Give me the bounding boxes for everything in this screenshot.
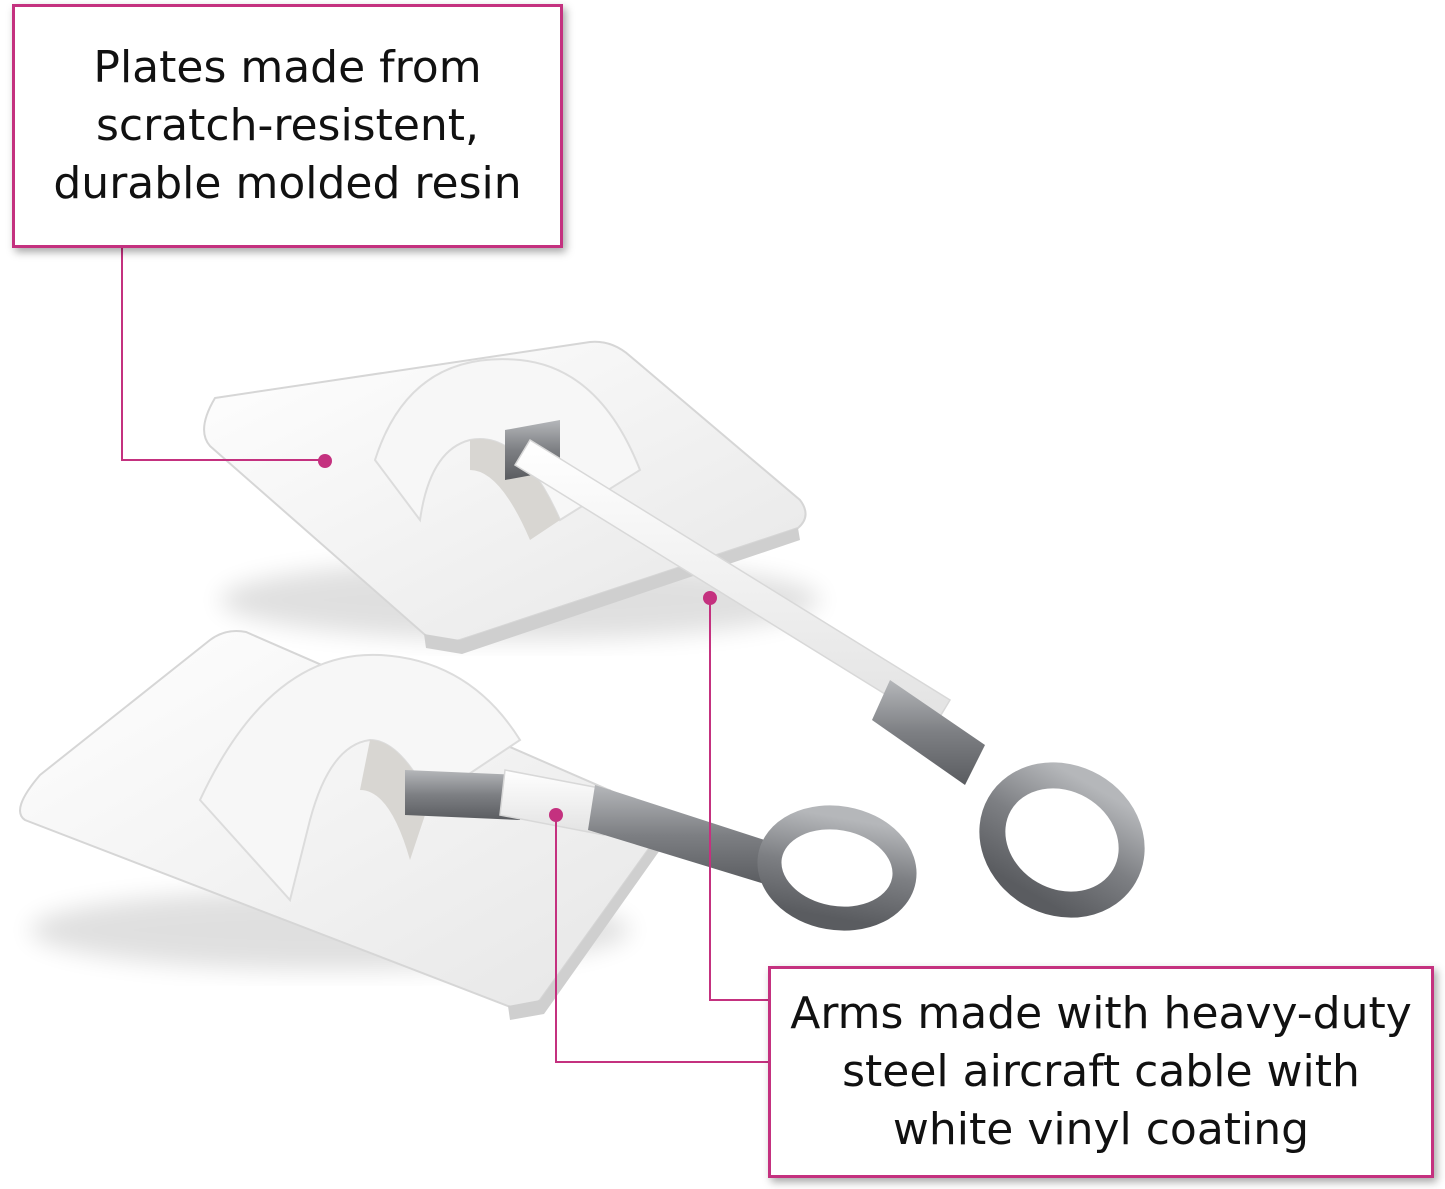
arms-callout-line-3: white vinyl coating	[892, 1104, 1310, 1155]
arms-callout-line-1: Arms made with heavy-duty	[790, 988, 1412, 1039]
front-plate	[19, 630, 665, 1020]
plates-leader-line	[121, 248, 325, 461]
arms-leader-dot-lower	[549, 808, 563, 822]
plates-callout-line-2: scratch-resistent,	[95, 100, 480, 151]
arms-callout: Arms made with heavy-duty steel aircraft…	[768, 966, 1434, 1178]
arms-leader-dot-upper	[703, 591, 717, 605]
plates-callout-line-1: Plates made from	[93, 42, 482, 93]
front-arm	[405, 769, 917, 931]
plates-callout-line-3: durable molded resin	[53, 158, 522, 209]
arms-leader-line-upper	[709, 598, 770, 1001]
back-arm	[505, 420, 1145, 918]
plates-callout: Plates made from scratch-resistent, dura…	[12, 4, 563, 248]
arms-leader-line-lower	[555, 815, 770, 1063]
plates-leader-dot	[318, 454, 332, 468]
arms-callout-line-2: steel aircraft cable with	[842, 1046, 1360, 1097]
